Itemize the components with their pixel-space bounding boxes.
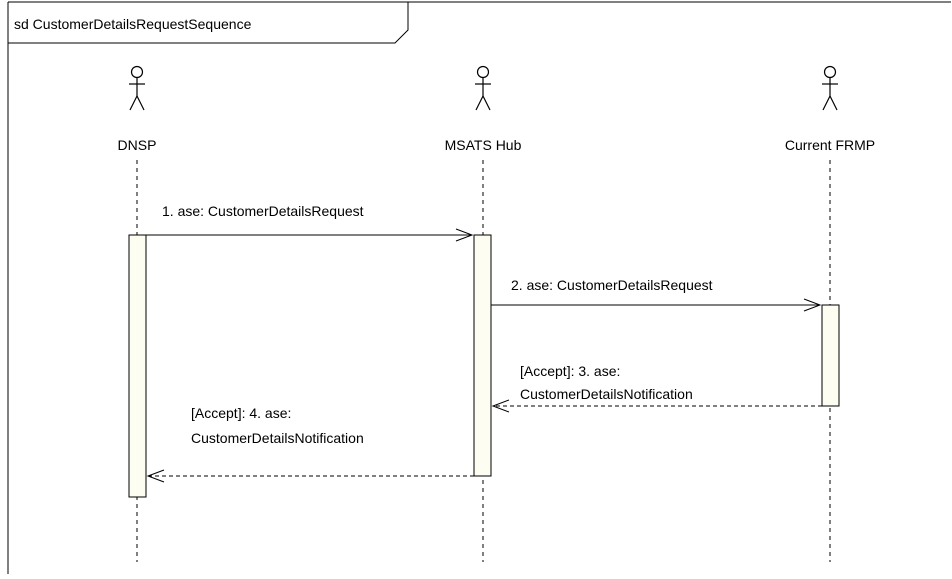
message-4: [Accept]: 4. ase: CustomerDetailsNotific… — [146, 405, 474, 483]
activation-bar-current-frmp — [821, 304, 840, 407]
arrowhead-icon — [803, 298, 822, 312]
stick-figure-icon — [822, 65, 838, 111]
message-label-line-2: CustomerDetailsNotification — [520, 386, 693, 402]
frame-title: sd CustomerDetailsRequestSequence — [14, 16, 252, 32]
message-2: 2. ase: CustomerDetailsRequest — [491, 277, 822, 312]
message-label-line-1: [Accept]: 4. ase: — [191, 405, 291, 421]
actor-name: Current FRMP — [785, 137, 875, 153]
actor-current-frmp: Current FRMP — [785, 65, 875, 153]
stick-figure-icon — [129, 65, 145, 111]
message-label: 2. ase: CustomerDetailsRequest — [511, 277, 713, 293]
stick-figure-icon — [475, 65, 491, 111]
actor-msats-hub: MSATS Hub — [445, 65, 522, 153]
frame-title-tab — [8, 2, 409, 44]
actor-name: MSATS Hub — [445, 137, 522, 153]
arrowhead-icon — [455, 228, 474, 242]
diagram-frame: sd CustomerDetailsRequestSequence — [7, 1, 951, 574]
message-3: [Accept]: 3. ase: CustomerDetailsNotific… — [491, 363, 822, 413]
actor-name: DNSP — [118, 137, 157, 153]
actor-dnsp: DNSP — [118, 65, 157, 153]
message-label-line-1: [Accept]: 3. ase: — [520, 363, 620, 379]
arrowhead-icon — [146, 469, 165, 483]
arrowhead-icon — [491, 399, 510, 413]
message-label: 1. ase: CustomerDetailsRequest — [162, 203, 364, 219]
activation-bar-dnsp — [128, 234, 147, 498]
message-1: 1. ase: CustomerDetailsRequest — [146, 203, 474, 242]
activation-bar-msats-hub — [473, 234, 492, 477]
message-label-line-2: CustomerDetailsNotification — [191, 430, 364, 446]
